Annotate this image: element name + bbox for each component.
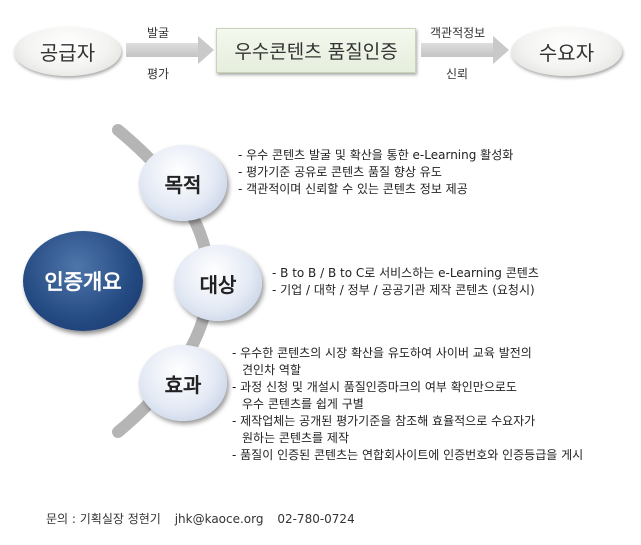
target-list: - B to B / B to C로 서비스하는 e-Learning 콘텐츠 … [272,265,539,299]
right-bottom-label: 신뢰 [446,67,469,81]
effect-line: - 과정 신청 및 개설시 품질인증마크의 여부 확인만으로도 [232,380,517,394]
supplier-label: 공급자 [39,41,96,65]
contact-phone: 02-780-0724 [277,512,355,526]
purpose-item: - 평가기준 공유로 콘텐츠 품질 향상 유도 [238,165,442,179]
purpose-item: - 우수 콘텐츠 발굴 및 확산을 통한 e-Learning 활성화 [238,148,514,162]
left-arrow-head [198,36,214,64]
purpose-list: - 우수 콘텐츠 발굴 및 확산을 통한 e-Learning 활성화 - 평가… [238,147,513,198]
right-arrow-head [493,36,509,64]
purpose-circle: 목적 [139,145,227,221]
main-circle-label: 인증개요 [44,270,122,294]
effect-circle: 효과 [139,345,227,421]
effect-line: 원하는 콘텐츠를 제작 [242,431,349,445]
target-item: - 기업 / 대학 / 정부 / 공공기관 제작 콘텐츠 (요청시) [272,283,535,297]
right-arrow [421,43,495,57]
left-arrow [126,43,200,57]
consumer-node: 수요자 [511,27,622,76]
purpose-title: 목적 [164,172,202,197]
purpose-item: - 객관적이며 신뢰할 수 있는 콘텐츠 정보 제공 [238,182,468,196]
contact-email[interactable]: jhk@kaoce.org [174,512,264,526]
contact-footer: 문의 : 기획실장 정현기 jhk@kaoce.org 02-780-0724 [46,510,365,527]
effect-line: 우수 콘텐츠를 쉽게 구별 [242,397,364,411]
center-box: 우수콘텐츠 품질인증 [216,28,416,73]
effect-line: 견인차 역할 [242,363,302,377]
target-title: 대상 [199,272,237,297]
target-item: - B to B / B to C로 서비스하는 e-Learning 콘텐츠 [272,266,539,280]
effect-line: - 품질이 인증된 콘텐츠는 연합회사이트에 인증번호와 인증등급을 게시 [232,448,584,462]
left-bottom-label: 평가 [147,67,170,81]
consumer-label: 수요자 [538,41,595,65]
main-circle: 인증개요 [23,231,143,331]
left-top-label: 발굴 [147,26,170,40]
supplier-node: 공급자 [14,27,121,76]
contact-label: 문의 : 기획실장 정현기 [46,512,161,526]
target-circle: 대상 [174,245,262,321]
effect-title: 효과 [164,372,202,397]
effect-line: - 제작업체는 공개된 평가기준을 참조해 효율적으로 수요자가 [232,414,536,428]
right-top-label: 객관적정보 [430,26,486,40]
center-box-label: 우수콘텐츠 품질인증 [234,41,398,63]
effect-list: - 우수한 콘텐츠의 시장 확산을 유도하여 사이버 교육 발전의 견인차 역할… [232,345,583,464]
effect-line: - 우수한 콘텐츠의 시장 확산을 유도하여 사이버 교육 발전의 [232,346,532,360]
